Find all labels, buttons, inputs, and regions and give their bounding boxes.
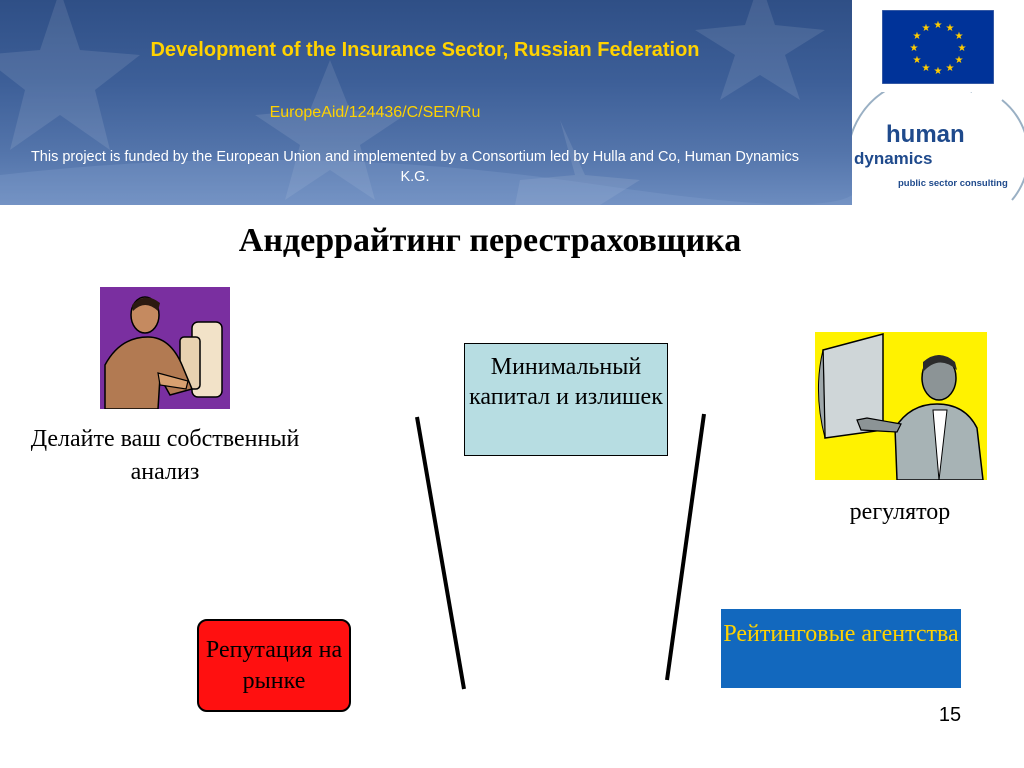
market-reputation-box: Репутация на рынке: [197, 619, 351, 712]
svg-text:★: ★: [922, 23, 931, 34]
svg-text:★: ★: [946, 63, 955, 74]
slide-title: Андеррайтинг перестраховщика: [238, 222, 742, 259]
hd-logo-line1: human: [886, 121, 965, 148]
svg-text:★: ★: [955, 31, 964, 42]
header-banner: Development of the Insurance Sector, Rus…: [0, 0, 852, 205]
svg-text:★: ★: [913, 31, 922, 42]
hd-logo-line2: dynamics: [854, 149, 932, 168]
banner-stars-background: [0, 0, 852, 205]
analyst-at-computer-image: [100, 287, 230, 409]
svg-text:★: ★: [958, 43, 967, 54]
left-diagonal-line: [415, 416, 466, 690]
regulator-caption: регулятор: [849, 499, 951, 525]
human-dynamics-logo: human dynamics public sector consulting: [852, 92, 1024, 201]
svg-text:★: ★: [910, 43, 919, 54]
eu-flag-icon: ★★★ ★★★ ★★★ ★★★: [882, 10, 994, 84]
right-diagonal-line: [665, 413, 706, 681]
svg-text:★: ★: [955, 55, 964, 66]
page-number: 15: [938, 704, 962, 726]
svg-text:★: ★: [922, 63, 931, 74]
regulator-at-screen-image: [815, 332, 987, 480]
svg-text:★: ★: [934, 66, 943, 77]
svg-text:★: ★: [934, 20, 943, 31]
rating-agencies-box: Рейтинговые агентства: [721, 609, 961, 688]
funding-note: This project is funded by the European U…: [30, 149, 800, 185]
own-analysis-caption: Делайте ваш собственный анализ: [30, 426, 300, 485]
project-title: Development of the Insurance Sector, Rus…: [150, 39, 700, 61]
project-reference: EuropeAid/124436/C/SER/Ru: [269, 104, 481, 121]
svg-text:★: ★: [946, 23, 955, 34]
svg-text:★: ★: [913, 55, 922, 66]
minimum-capital-box: Минимальный капитал и излишек: [464, 343, 668, 456]
hd-logo-tagline: public sector consulting: [898, 178, 1008, 189]
